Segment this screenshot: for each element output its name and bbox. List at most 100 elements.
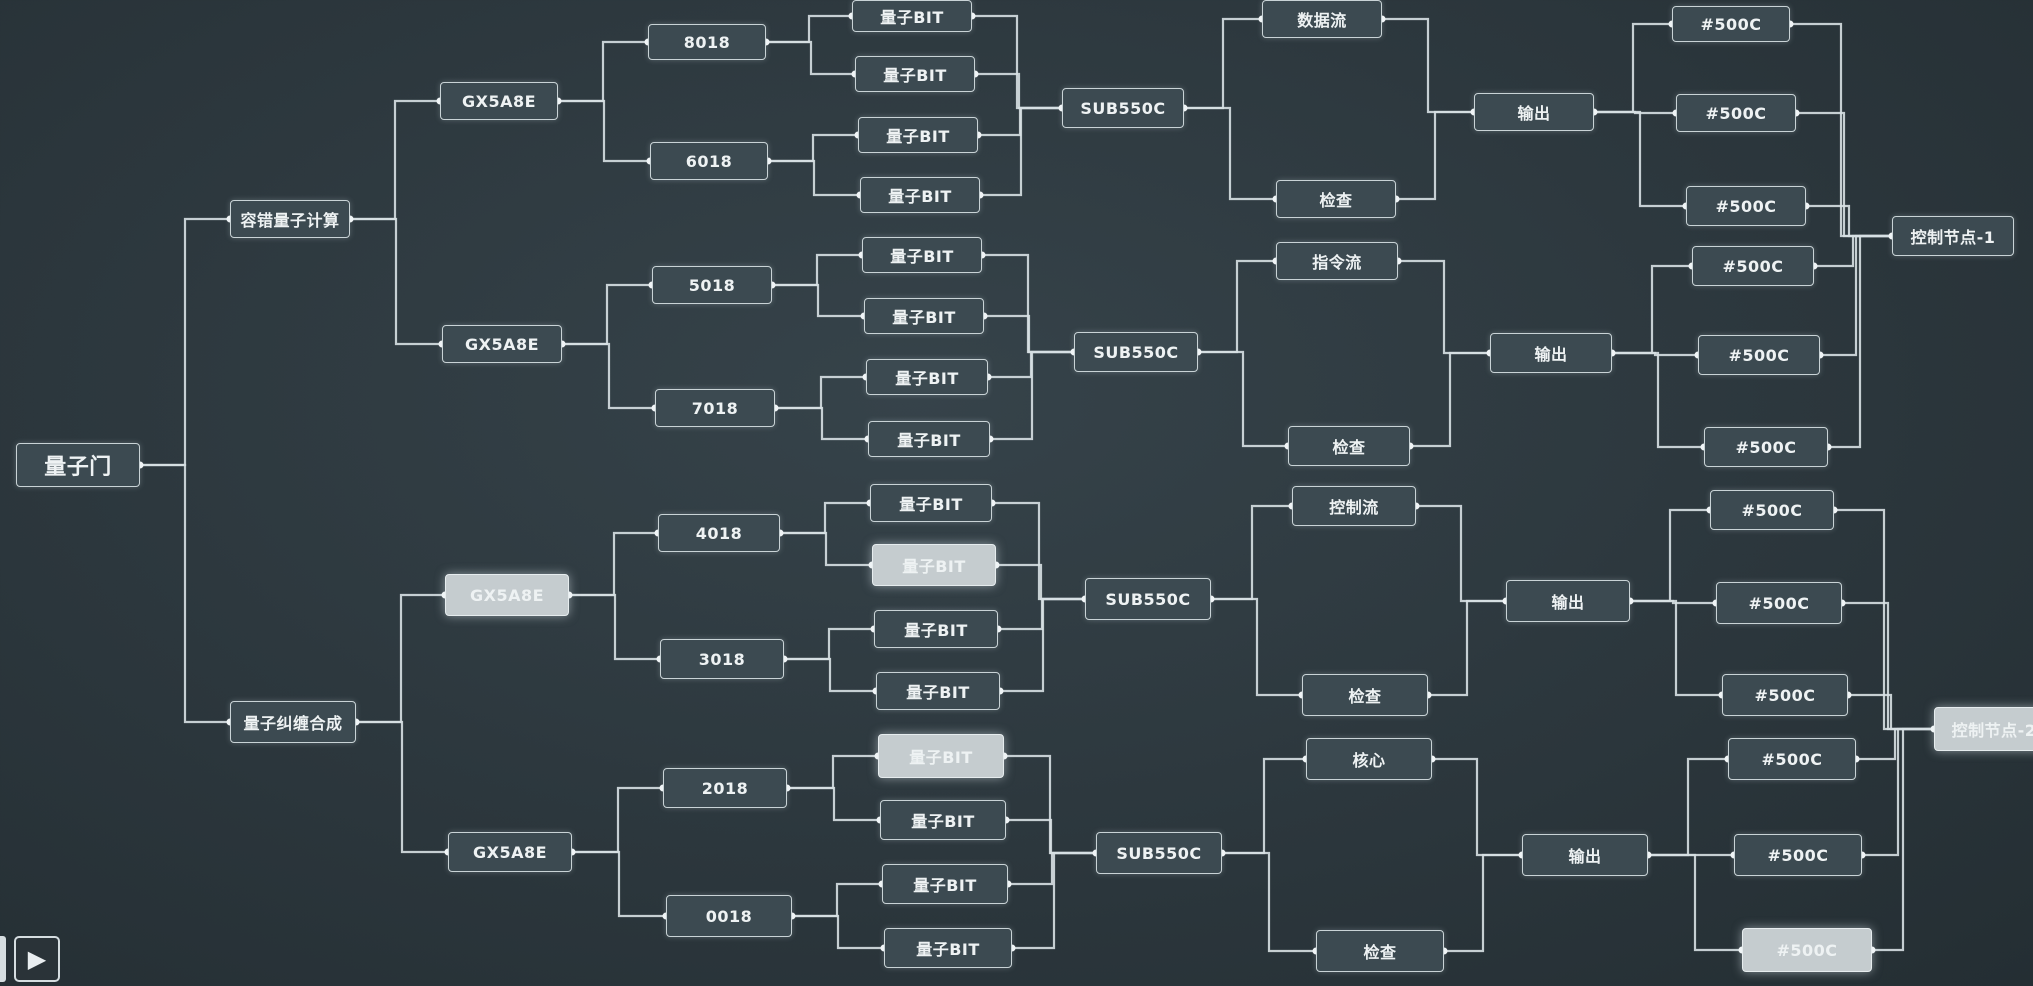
- node-d2[interactable]: 6018: [650, 142, 768, 180]
- node-label: 检查: [1319, 191, 1353, 210]
- node-b1[interactable]: 容错量子计算: [230, 200, 350, 238]
- node-d5[interactable]: 4018: [658, 514, 780, 552]
- node-e2[interactable]: 量子BIT: [855, 56, 975, 92]
- node-g7[interactable]: 核心: [1306, 738, 1432, 780]
- node-i2[interactable]: #500C: [1676, 94, 1796, 132]
- edge-g3-h2: [1398, 259, 1490, 355]
- node-d3[interactable]: 5018: [652, 266, 772, 304]
- edge-d3-e5: [772, 253, 862, 287]
- node-g3[interactable]: 指令流: [1276, 242, 1398, 280]
- node-e8[interactable]: 量子BIT: [868, 421, 990, 457]
- edge-f2-g4: [1198, 350, 1288, 448]
- node-label: #500C: [1761, 749, 1823, 769]
- node-d8[interactable]: 0018: [666, 895, 792, 937]
- node-label: 数据流: [1297, 11, 1347, 30]
- node-label: 量子BIT: [880, 8, 944, 27]
- edge-e3-f1: [978, 106, 1062, 137]
- node-j2[interactable]: 控制节点-2: [1934, 707, 2033, 751]
- edge-i9-j2: [1848, 693, 1934, 731]
- node-i5[interactable]: #500C: [1698, 335, 1820, 375]
- node-i8[interactable]: #500C: [1716, 582, 1842, 624]
- node-label: 量子BIT: [911, 812, 975, 831]
- node-e4[interactable]: 量子BIT: [860, 177, 980, 213]
- node-e5[interactable]: 量子BIT: [862, 237, 982, 273]
- node-c3[interactable]: GX5A8E: [445, 574, 569, 616]
- node-e3[interactable]: 量子BIT: [858, 117, 978, 153]
- node-g1[interactable]: 数据流: [1262, 0, 1382, 38]
- node-e1[interactable]: 量子BIT: [852, 0, 972, 32]
- node-h3[interactable]: 输出: [1506, 580, 1630, 622]
- edge-g5-h3: [1416, 504, 1506, 603]
- edge-f1-g2: [1184, 106, 1276, 201]
- node-g5[interactable]: 控制流: [1292, 486, 1416, 526]
- node-label: #500C: [1748, 593, 1810, 613]
- node-i10[interactable]: #500C: [1728, 738, 1856, 780]
- node-label: 量子BIT: [897, 431, 961, 450]
- node-i12[interactable]: #500C: [1742, 928, 1872, 972]
- node-c1[interactable]: GX5A8E: [440, 82, 558, 120]
- node-e6[interactable]: 量子BIT: [864, 298, 984, 334]
- panel-edge-tab[interactable]: [0, 936, 6, 982]
- node-e11[interactable]: 量子BIT: [874, 610, 998, 648]
- node-g6[interactable]: 检查: [1302, 674, 1428, 716]
- node-b2[interactable]: 量子纠缠合成: [230, 701, 356, 743]
- edge-root-b2: [140, 463, 230, 724]
- node-e12[interactable]: 量子BIT: [876, 672, 1000, 710]
- node-root[interactable]: 量子门: [16, 443, 140, 487]
- edge-g4-h2: [1410, 351, 1490, 448]
- node-label: GX5A8E: [472, 842, 548, 862]
- node-h2[interactable]: 输出: [1490, 333, 1612, 373]
- edge-f1-g1: [1184, 17, 1262, 110]
- node-label: 量子BIT: [899, 495, 963, 514]
- edge-h4-i10: [1648, 757, 1728, 857]
- node-label: #500C: [1722, 256, 1784, 276]
- node-i11[interactable]: #500C: [1734, 834, 1862, 876]
- edge-d8-e16: [792, 914, 884, 950]
- node-f2[interactable]: SUB550C: [1074, 332, 1198, 372]
- edge-f3-g5: [1211, 504, 1292, 601]
- node-label: 量子BIT: [888, 187, 952, 206]
- node-h1[interactable]: 输出: [1474, 93, 1594, 131]
- node-e15[interactable]: 量子BIT: [882, 864, 1008, 904]
- node-e13[interactable]: 量子BIT: [878, 734, 1004, 778]
- node-d1[interactable]: 8018: [648, 24, 766, 60]
- node-i3[interactable]: #500C: [1686, 186, 1806, 226]
- edge-h3-i9: [1630, 599, 1722, 697]
- edge-f4-g8: [1222, 851, 1316, 953]
- node-j1[interactable]: 控制节点-1: [1892, 216, 2014, 256]
- node-d4[interactable]: 7018: [655, 389, 775, 427]
- edge-e6-f2: [984, 314, 1074, 354]
- node-label: 量子BIT: [909, 748, 973, 767]
- node-f3[interactable]: SUB550C: [1085, 578, 1211, 620]
- node-h4[interactable]: 输出: [1522, 834, 1648, 876]
- node-f1[interactable]: SUB550C: [1062, 88, 1184, 128]
- node-g4[interactable]: 检查: [1288, 426, 1410, 466]
- edge-h2-i4: [1612, 264, 1692, 355]
- edge-i2-j1: [1796, 111, 1892, 238]
- edge-e8-f2: [990, 350, 1074, 441]
- node-f4[interactable]: SUB550C: [1096, 832, 1222, 874]
- node-i1[interactable]: #500C: [1672, 6, 1790, 42]
- node-label: 量子BIT: [906, 683, 970, 702]
- node-d7[interactable]: 2018: [663, 768, 787, 808]
- node-g2[interactable]: 检查: [1276, 180, 1396, 218]
- node-d6[interactable]: 3018: [660, 639, 784, 679]
- node-e14[interactable]: 量子BIT: [880, 800, 1006, 840]
- node-e16[interactable]: 量子BIT: [884, 928, 1012, 968]
- node-e9[interactable]: 量子BIT: [870, 484, 992, 522]
- node-c2[interactable]: GX5A8E: [442, 325, 562, 363]
- node-label: 控制节点-1: [1910, 228, 1996, 247]
- next-arrow-button[interactable]: ▶: [14, 936, 60, 982]
- edge-b2-c4: [356, 720, 448, 854]
- node-i6[interactable]: #500C: [1704, 427, 1828, 467]
- node-label: #500C: [1776, 940, 1838, 960]
- node-e7[interactable]: 量子BIT: [866, 359, 988, 395]
- node-i9[interactable]: #500C: [1722, 674, 1848, 716]
- node-i7[interactable]: #500C: [1710, 490, 1834, 530]
- node-label: 输出: [1534, 345, 1568, 364]
- node-e10[interactable]: 量子BIT: [872, 544, 996, 586]
- node-i4[interactable]: #500C: [1692, 246, 1814, 286]
- edge-i6-j1: [1828, 234, 1892, 449]
- node-g8[interactable]: 检查: [1316, 930, 1444, 972]
- node-c4[interactable]: GX5A8E: [448, 832, 572, 872]
